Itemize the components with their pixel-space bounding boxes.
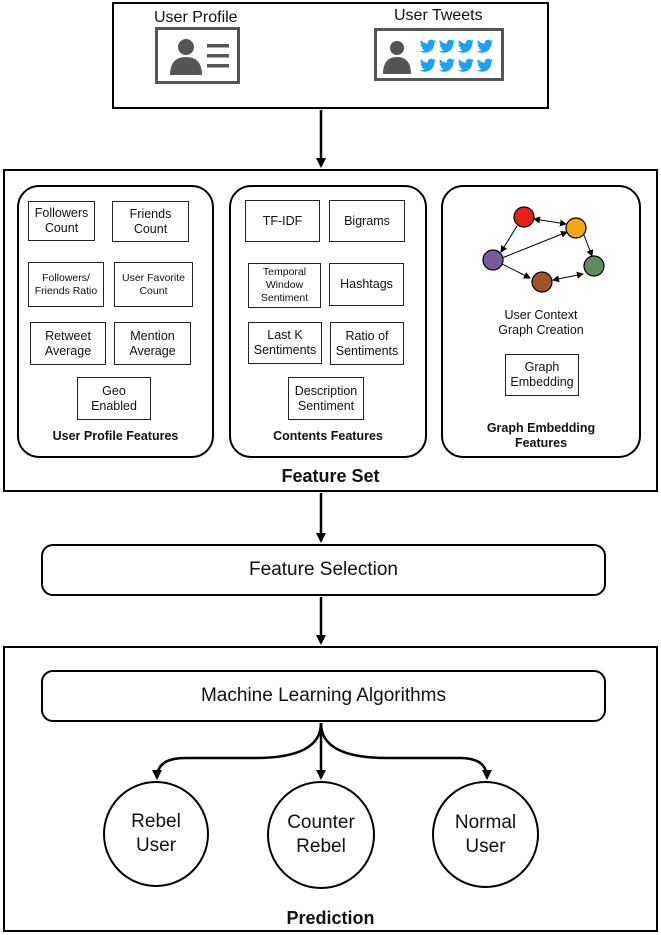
bigrams-feature: Bigrams [329, 200, 405, 242]
twitter-bird-icon [438, 58, 456, 72]
description-sentiment-feature: Description Sentiment [288, 377, 364, 420]
rebel-user-class: Rebel User [103, 781, 209, 887]
user-tweets-label: User Tweets [394, 7, 483, 24]
input-panel [112, 2, 549, 109]
prediction-panel [3, 646, 658, 932]
feature-set-panel [3, 169, 658, 492]
user-profile-features-group [17, 185, 214, 458]
user-favorite-count-feature: User Favorite Count [114, 262, 193, 307]
graph-node [513, 206, 535, 228]
temporal-window-sentiment-feature: Temporal Window Sentiment [248, 263, 321, 308]
arrow-to-normal-user [319, 722, 492, 780]
graph-node [482, 249, 504, 271]
arrow-to-rebel-user [152, 722, 323, 780]
hashtags-feature: Hashtags [329, 263, 404, 306]
normal-user-class: Normal User [432, 781, 539, 888]
twitter-bird-icon [457, 58, 475, 72]
tfidf-feature: TF-IDF [245, 200, 320, 242]
twitter-bird-icon [419, 58, 437, 72]
retweet-average-feature: Retweet Average [30, 322, 106, 365]
twitter-bird-icon [419, 39, 437, 53]
twitter-bird-icon [476, 39, 494, 53]
user-profile-features-title: User Profile Features [52, 429, 179, 443]
feature-set-title: Feature Set [281, 466, 380, 486]
twitter-bird-icon [438, 39, 456, 53]
followers-count-feature: Followers Count [28, 201, 95, 241]
graph-embedding-features-title: Graph Embedding Features [486, 421, 596, 450]
user-context-graph-creation-label: User Context Graph Creation [498, 308, 584, 337]
mention-average-feature: Mention Average [114, 322, 191, 365]
graph-embedding-feature: Graph Embedding [505, 354, 579, 396]
feature-selection-box: Feature Selection [41, 544, 606, 596]
ratio-of-sentiments-feature: Ratio of Sentiments [330, 322, 404, 365]
graph-node [531, 271, 553, 293]
counter-rebel-class: Counter Rebel [267, 781, 375, 889]
user-tweets-card-icon [374, 28, 504, 81]
user-context-graph-icon [470, 200, 620, 300]
graph-node [583, 255, 605, 277]
twitter-bird-icon [476, 58, 494, 72]
user-profile-card-icon [155, 27, 240, 84]
twitter-bird-icon [457, 39, 475, 53]
last-k-sentiments-feature: Last K Sentiments [248, 322, 322, 364]
user-profile-label: User Profile [154, 9, 238, 26]
friends-count-feature: Friends Count [112, 201, 189, 242]
graph-embedding-features-group [441, 185, 641, 458]
followers-friends-ratio-feature: Followers/ Friends Ratio [28, 262, 104, 307]
graph-node [565, 217, 587, 239]
geo-enabled-feature: Geo Enabled [77, 377, 151, 420]
machine-learning-algorithms-box: Machine Learning Algorithms [41, 670, 606, 722]
contents-features-group [229, 185, 427, 458]
prediction-title: Prediction [286, 908, 375, 928]
contents-features-title: Contents Features [273, 429, 383, 443]
